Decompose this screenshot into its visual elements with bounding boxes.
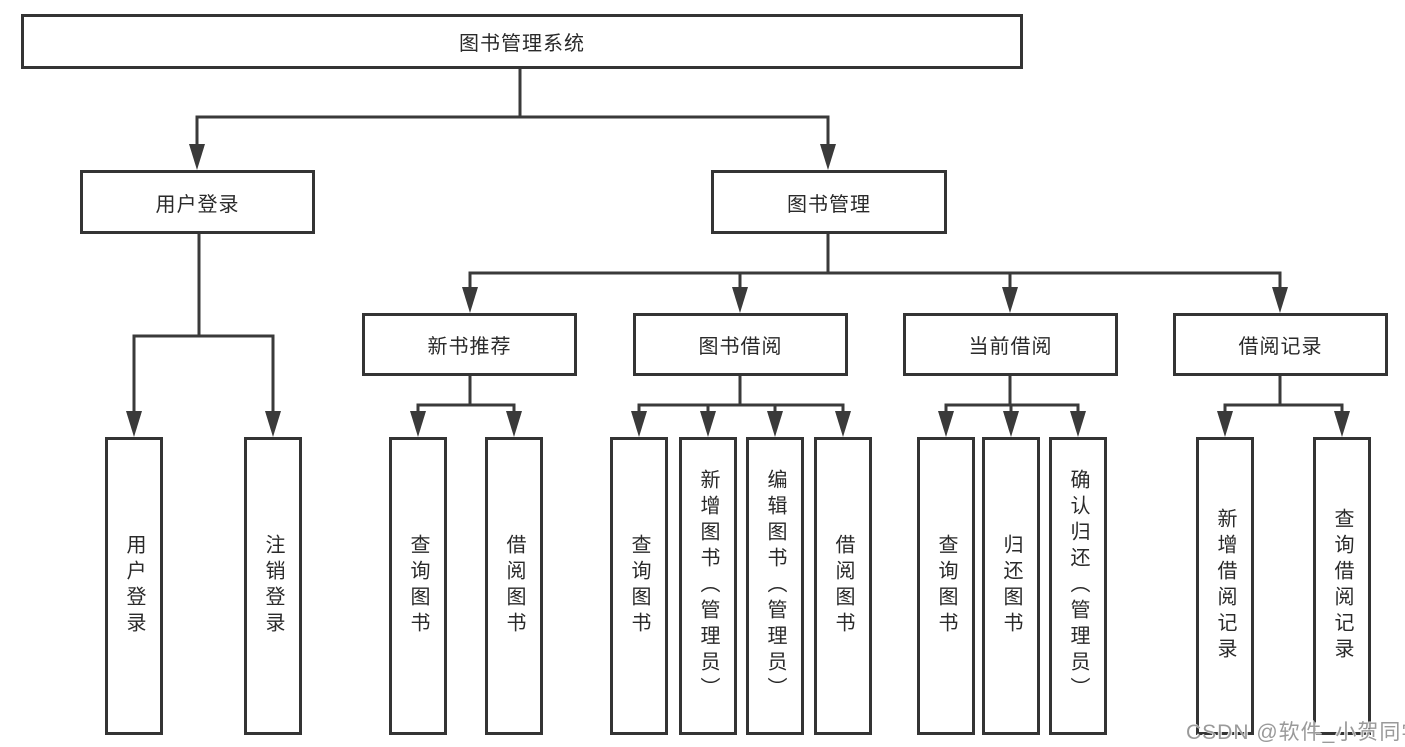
leaf-query-books-borrow: 查询图书 <box>610 437 668 735</box>
leaf-user-login-label: 用户登录 <box>123 534 145 638</box>
leaf-logout-label: 注销登录 <box>262 534 284 638</box>
node-book-management: 图书管理 <box>711 170 947 234</box>
leaf-return-books-label: 归还图书 <box>1000 534 1022 638</box>
leaf-edit-books-admin: 编辑图书（管理员） <box>746 437 804 735</box>
leaf-query-borrow-record-label: 查询借阅记录 <box>1331 508 1353 664</box>
leaf-add-books-admin-label: 新增图书（管理员） <box>697 469 719 703</box>
leaf-user-login: 用户登录 <box>105 437 163 735</box>
leaf-borrow-books-recommend: 借阅图书 <box>485 437 543 735</box>
node-user-login-label: 用户登录 <box>155 193 240 216</box>
leaf-query-books-borrow-label: 查询图书 <box>628 534 650 638</box>
leaf-query-books-current: 查询图书 <box>917 437 975 735</box>
leaf-add-books-admin: 新增图书（管理员） <box>679 437 737 735</box>
node-borrow-records-label: 借阅记录 <box>1238 336 1323 358</box>
leaf-query-borrow-record: 查询借阅记录 <box>1313 437 1371 735</box>
node-book-borrow: 图书借阅 <box>633 313 848 376</box>
leaf-add-borrow-record-label: 新增借阅记录 <box>1214 508 1236 664</box>
connector-arrowheads <box>126 144 1350 437</box>
node-book-borrow-label: 图书借阅 <box>698 336 783 358</box>
leaf-query-books-recommend-label: 查询图书 <box>407 534 429 638</box>
leaf-logout: 注销登录 <box>244 437 302 735</box>
leaf-query-books-current-label: 查询图书 <box>935 534 957 638</box>
leaf-borrow-books-recommend-label: 借阅图书 <box>503 534 525 638</box>
leaf-borrow-books: 借阅图书 <box>814 437 872 735</box>
leaf-confirm-return-admin: 确认归还（管理员） <box>1049 437 1107 735</box>
node-new-book-recommend: 新书推荐 <box>362 313 577 376</box>
leaf-query-books-recommend: 查询图书 <box>389 437 447 735</box>
node-borrow-records: 借阅记录 <box>1173 313 1388 376</box>
leaf-edit-books-admin-label: 编辑图书（管理员） <box>764 469 786 703</box>
leaf-add-borrow-record: 新增借阅记录 <box>1196 437 1254 735</box>
csdn-watermark: CSDN @软件_小贺同学 <box>1186 721 1405 744</box>
leaf-confirm-return-admin-label: 确认归还（管理员） <box>1067 469 1089 703</box>
node-current-borrow-label: 当前借阅 <box>968 336 1053 358</box>
node-root-label: 图书管理系统 <box>459 33 585 55</box>
node-user-login: 用户登录 <box>80 170 315 234</box>
node-current-borrow: 当前借阅 <box>903 313 1118 376</box>
leaf-borrow-books-label: 借阅图书 <box>832 534 854 638</box>
node-book-management-label: 图书管理 <box>787 193 871 216</box>
leaf-return-books: 归还图书 <box>982 437 1040 735</box>
node-root: 图书管理系统 <box>21 14 1023 69</box>
node-new-book-recommend-label: 新书推荐 <box>427 336 512 358</box>
